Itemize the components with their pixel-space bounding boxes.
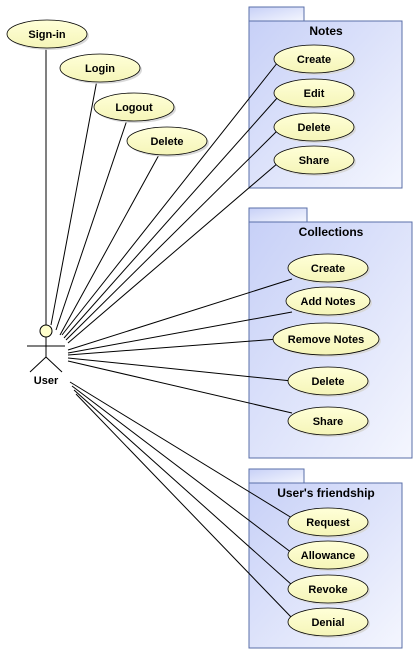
use-case-logout[interactable]: Logout: [93, 92, 176, 123]
use-case-collections-add-notes[interactable]: Add Notes: [285, 286, 372, 317]
use-case-notes-create[interactable]: Create: [273, 44, 356, 75]
use-case-label: Edit: [304, 88, 325, 100]
package-title: Notes: [309, 24, 343, 38]
use-case-label: Request: [306, 517, 350, 529]
use-case-label: Login: [85, 63, 115, 75]
use-case-notes-edit[interactable]: Edit: [273, 78, 356, 109]
use-case-label: Remove Notes: [288, 334, 364, 346]
use-case-label: Share: [299, 155, 330, 167]
use-case-friendship-allowance[interactable]: Allowance: [287, 540, 370, 571]
use-case-friendship-denial[interactable]: Denial: [287, 607, 370, 638]
use-case-label: Delete: [150, 136, 183, 148]
use-case-label: Delete: [311, 376, 344, 388]
use-case-label: Allowance: [301, 550, 355, 562]
use-case-notes-share[interactable]: Share: [273, 145, 356, 176]
use-case-label: Sign-in: [28, 29, 66, 41]
use-case-collections-delete[interactable]: Delete: [287, 366, 370, 397]
actor-user[interactable]: User: [27, 324, 65, 387]
use-case-label: Create: [297, 54, 331, 66]
use-case-label: Revoke: [308, 584, 347, 596]
package-title: User's friendship: [277, 486, 375, 500]
use-case-login[interactable]: Login: [59, 53, 142, 84]
use-case-notes-delete[interactable]: Delete: [273, 112, 356, 143]
use-case-label: Share: [313, 416, 344, 428]
use-case-collections-create[interactable]: Create: [287, 253, 370, 284]
use-case-delete-account[interactable]: Delete: [126, 126, 209, 157]
actor-label: User: [34, 375, 59, 387]
associations: [45, 46, 293, 619]
use-case-label: Denial: [311, 617, 344, 629]
use-case-friendship-request[interactable]: Request: [287, 507, 370, 538]
use-case-friendship-revoke[interactable]: Revoke: [287, 574, 370, 605]
use-case-label: Add Notes: [301, 296, 356, 308]
actor-head: [39, 324, 53, 338]
package-title: Collections: [299, 225, 364, 239]
use-case-label: Logout: [115, 102, 153, 114]
use-case-collections-share[interactable]: Share: [287, 406, 370, 437]
use-case-label: Delete: [297, 122, 330, 134]
use-case-collections-remove-notes[interactable]: Remove Notes: [272, 322, 381, 357]
use-case-sign-in[interactable]: Sign-in: [6, 19, 89, 50]
use-case-label: Create: [311, 263, 345, 275]
